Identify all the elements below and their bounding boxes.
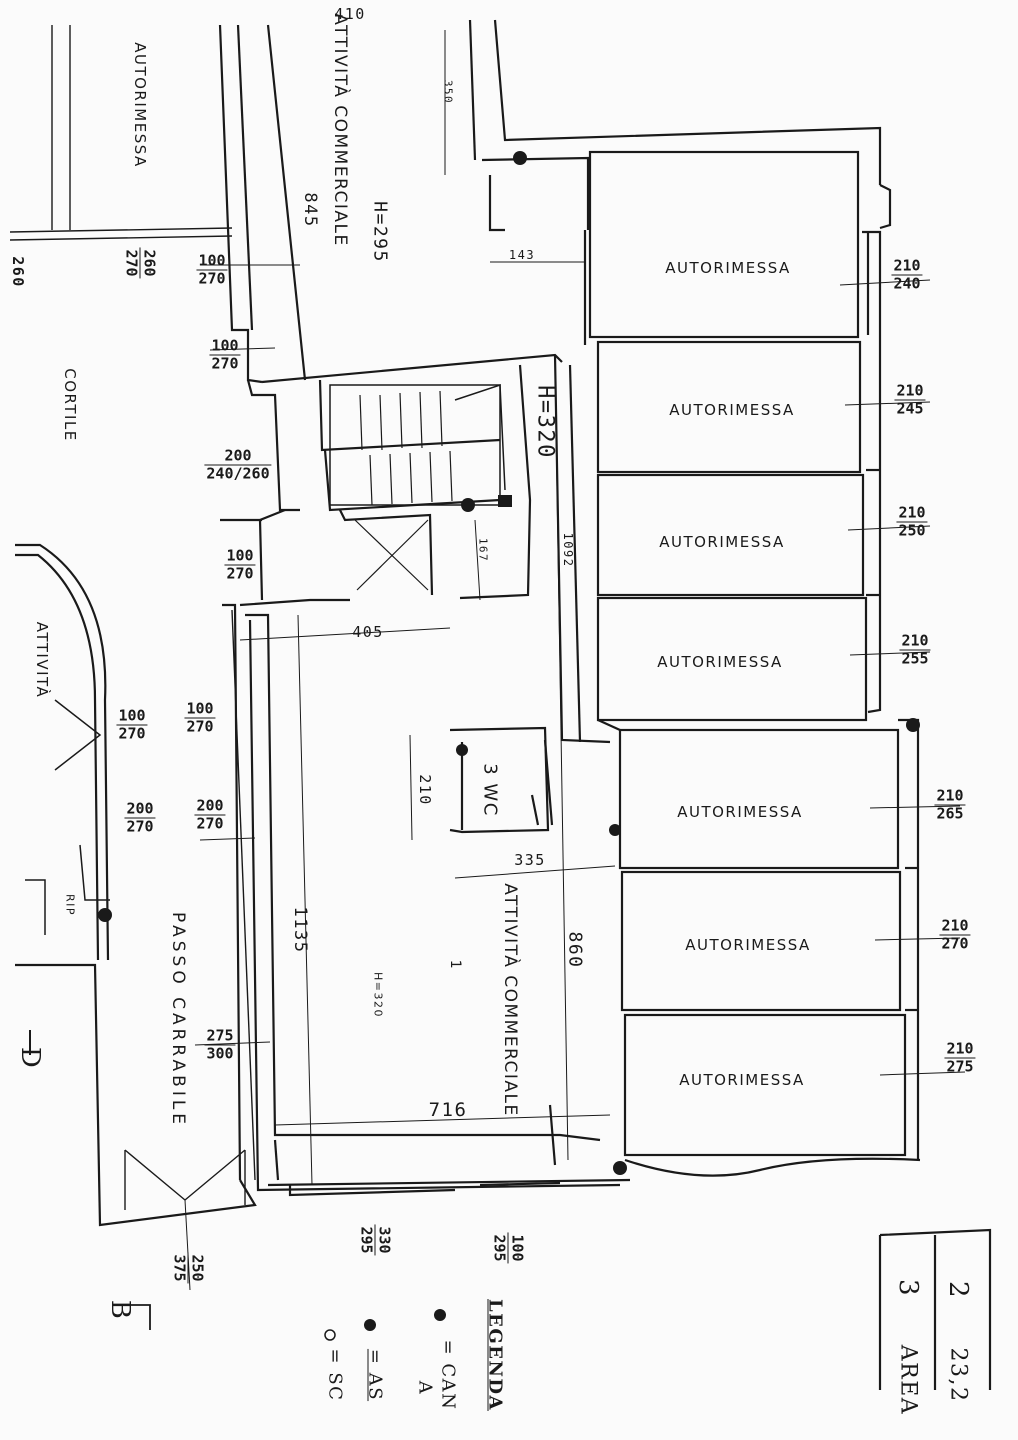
label-autorimessa-topleft: AUTORIMESSA: [131, 42, 149, 168]
label-cortile: CORTILE: [61, 368, 79, 442]
legend-item-1: = CAN: [437, 1339, 459, 1411]
dim-1092: 1092: [561, 532, 575, 568]
section-marker-b: B: [105, 1299, 135, 1321]
table-cell-2: 2: [943, 1280, 973, 1300]
label-height-upper: H=295: [369, 201, 391, 263]
label-rip: RIP: [63, 893, 77, 917]
label-height-stair: H=320: [532, 385, 558, 459]
legend-title: LEGENDA: [484, 1299, 506, 1411]
label-autorimessa-2: AUTORIMESSA: [669, 401, 795, 419]
dim-260: 260: [9, 256, 27, 288]
label-autorimessa-3: AUTORIMESSA: [659, 533, 785, 551]
label-height-lower: H=320: [371, 972, 385, 1018]
walls: [9, 19, 992, 1390]
label-autorimessa-6: AUTORIMESSA: [685, 936, 811, 954]
label-attivita-commerciale-upper: ATTIVITÀ COMMERCIALE: [330, 13, 350, 247]
dim-1135: 1135: [290, 906, 310, 954]
label-wc: 3 WC: [479, 763, 501, 817]
dim-350: 350: [441, 79, 455, 105]
label-autorimessa-5: AUTORIMESSA: [677, 803, 803, 821]
table-cell-value: 23,2: [945, 1347, 971, 1403]
legend-item-1b: A: [414, 1380, 436, 1396]
label-autorimessa-7: AUTORIMESSA: [679, 1071, 805, 1089]
legend-item-2: = AS: [364, 1348, 386, 1402]
dim-335: 335: [514, 851, 546, 869]
label-autorimessa-1: AUTORIMESSA: [665, 259, 791, 277]
dim-167: 167: [476, 537, 490, 563]
dim-860: 860: [564, 931, 586, 969]
legend-item-3: = SC: [324, 1348, 346, 1402]
label-passo-carrabile: PASSO CARRABILE: [168, 911, 188, 1129]
dim-143: 143: [508, 248, 536, 262]
table-cell-area: AREA: [895, 1344, 921, 1416]
dim-845: 845: [300, 192, 320, 228]
section-marker-d: D: [15, 1046, 45, 1070]
dim-210: 210: [416, 774, 434, 806]
dim-716: 716: [428, 1099, 468, 1121]
dim-405: 405: [352, 623, 384, 641]
label-autorimessa-4: AUTORIMESSA: [657, 653, 783, 671]
label-attivita-left: ATTIVITÀ: [33, 621, 51, 699]
column-markers: [98, 151, 920, 1341]
label-room-number: 1: [447, 959, 463, 971]
table-cell-3: 3: [893, 1278, 923, 1298]
dim-top-width: 410: [334, 5, 366, 23]
label-attivita-commerciale-lower: ATTIVITÀ COMMERCIALE: [500, 883, 520, 1117]
